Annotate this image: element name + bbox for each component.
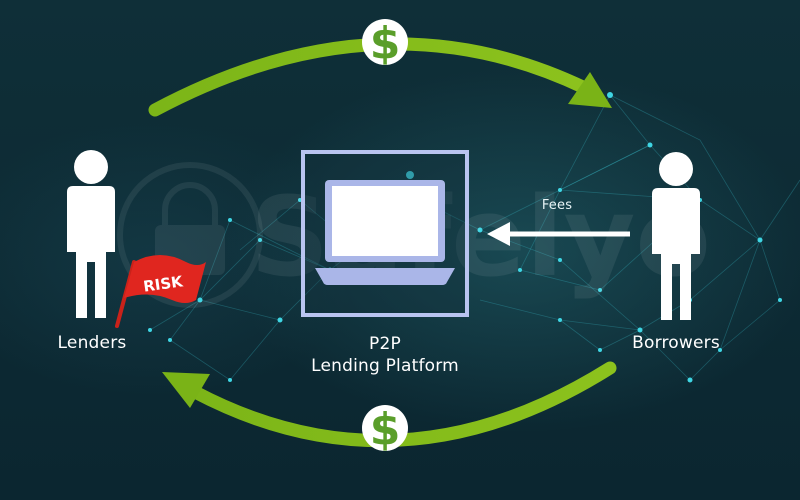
platform-label: P2P Lending Platform [295, 333, 475, 377]
laptop-icon [315, 180, 455, 285]
borrower-person-icon [652, 152, 700, 320]
dollar-icon: $ [362, 18, 408, 69]
platform-label-line1: P2P [369, 334, 401, 354]
risk-flag-text: RISK [142, 272, 185, 296]
borrowers-label: Borrowers [632, 333, 720, 353]
fees-label: Fees [541, 198, 573, 213]
risk-flag-icon: RISK [115, 255, 206, 328]
lenders-label: Lenders [57, 333, 127, 353]
lender-person-icon [67, 150, 115, 318]
platform-label-line2: Lending Platform [311, 356, 459, 376]
dollar-symbol-bottom: $ [370, 404, 401, 455]
fees-arrow [487, 222, 630, 246]
dollar-symbol-top: $ [370, 18, 401, 69]
dollar-icon: $ [362, 404, 408, 455]
